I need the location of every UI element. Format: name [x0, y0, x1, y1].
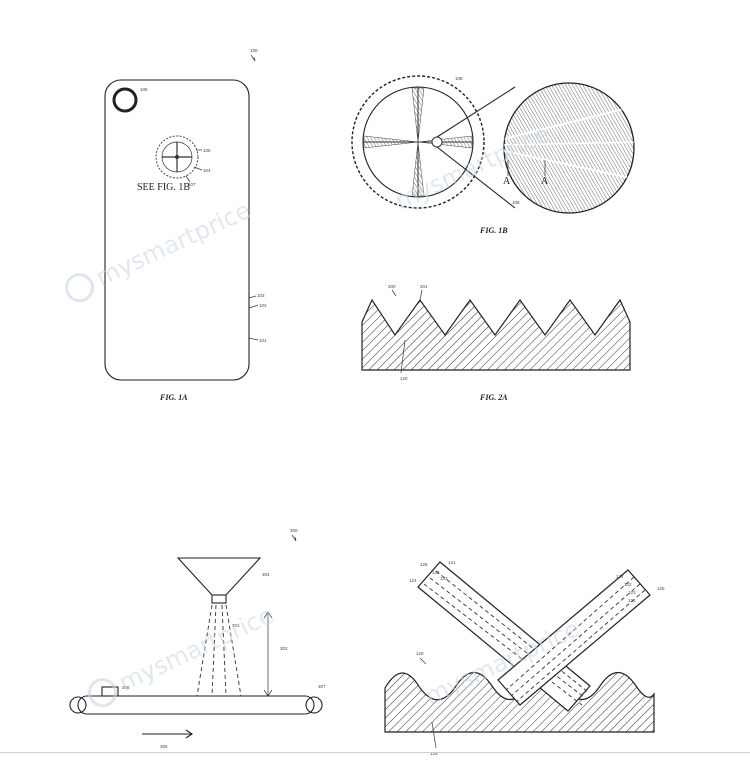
camera-ring: [112, 87, 138, 113]
watermark-text: mysmartprice: [115, 601, 278, 697]
ref-label: 303: [232, 623, 240, 628]
section-marker: A: [541, 176, 549, 187]
particle-path-right: [497, 569, 651, 706]
ref-label: 120: [400, 376, 408, 381]
figure-caption: FIG. 2A: [479, 393, 508, 402]
conveyor-belt: [77, 695, 315, 715]
ref-label: 120: [416, 651, 424, 656]
figure-4: 124 125 122 123 121 124 122 123 121 120 …: [384, 560, 665, 756]
ref-label: 105: [140, 87, 148, 92]
figure-1a: SEE FIG. 1B 100 105 106 104 107 103 102 …: [104, 48, 267, 402]
ref-label: 102: [259, 303, 267, 308]
figure-caption: FIG. 1A: [159, 393, 188, 402]
ref-label: 125: [420, 562, 428, 567]
ref-label: 201: [420, 284, 428, 289]
ref-label: 104: [203, 168, 211, 173]
ref-label: 302: [280, 646, 288, 651]
phone-body: [104, 79, 250, 381]
ref-label: 123: [628, 590, 636, 595]
figure-3: 300 304 303 302 306 307 305: [69, 528, 326, 749]
ref-label: 304: [262, 572, 270, 577]
ref-label: 101: [259, 338, 267, 343]
ref-label: 123: [440, 576, 448, 581]
ref-label: 122: [432, 570, 440, 575]
section-marker: A: [503, 176, 511, 187]
ref-label: 300: [290, 528, 298, 533]
ref-label: 125: [657, 586, 665, 591]
figure-caption: FIG. 1B: [479, 226, 508, 235]
bottom-divider: [0, 752, 750, 753]
ref-label: 108: [455, 76, 463, 81]
ref-label: 200: [388, 284, 396, 289]
ref-label: 103: [257, 293, 265, 298]
ref-label: 106: [203, 148, 211, 153]
ref-label: 129: [430, 751, 438, 756]
logo-pattern: [155, 135, 199, 179]
sawtooth-profile: [361, 298, 631, 371]
ref-label: 107: [188, 182, 196, 187]
figure-1b: A A 108 108 FIG. 1B: [351, 75, 635, 235]
ref-label: 307: [318, 684, 326, 689]
ref-label: 124: [409, 578, 417, 583]
ref-label: 108: [512, 200, 520, 205]
ref-label: 121: [628, 598, 636, 603]
ref-label: 305: [160, 744, 168, 749]
ref-label: 306: [122, 685, 130, 690]
ref-label: 122: [624, 582, 632, 587]
ref-label: 121: [448, 560, 456, 565]
figure-2a: 200 201 120 FIG. 2A: [361, 284, 631, 402]
ref-label: 124: [616, 574, 624, 579]
radial-spokes: [363, 87, 473, 197]
watermark-text: mysmartprice: [92, 196, 255, 292]
see-fig-1b-callout: SEE FIG. 1B: [137, 182, 190, 193]
ref-label: 100: [250, 48, 258, 53]
